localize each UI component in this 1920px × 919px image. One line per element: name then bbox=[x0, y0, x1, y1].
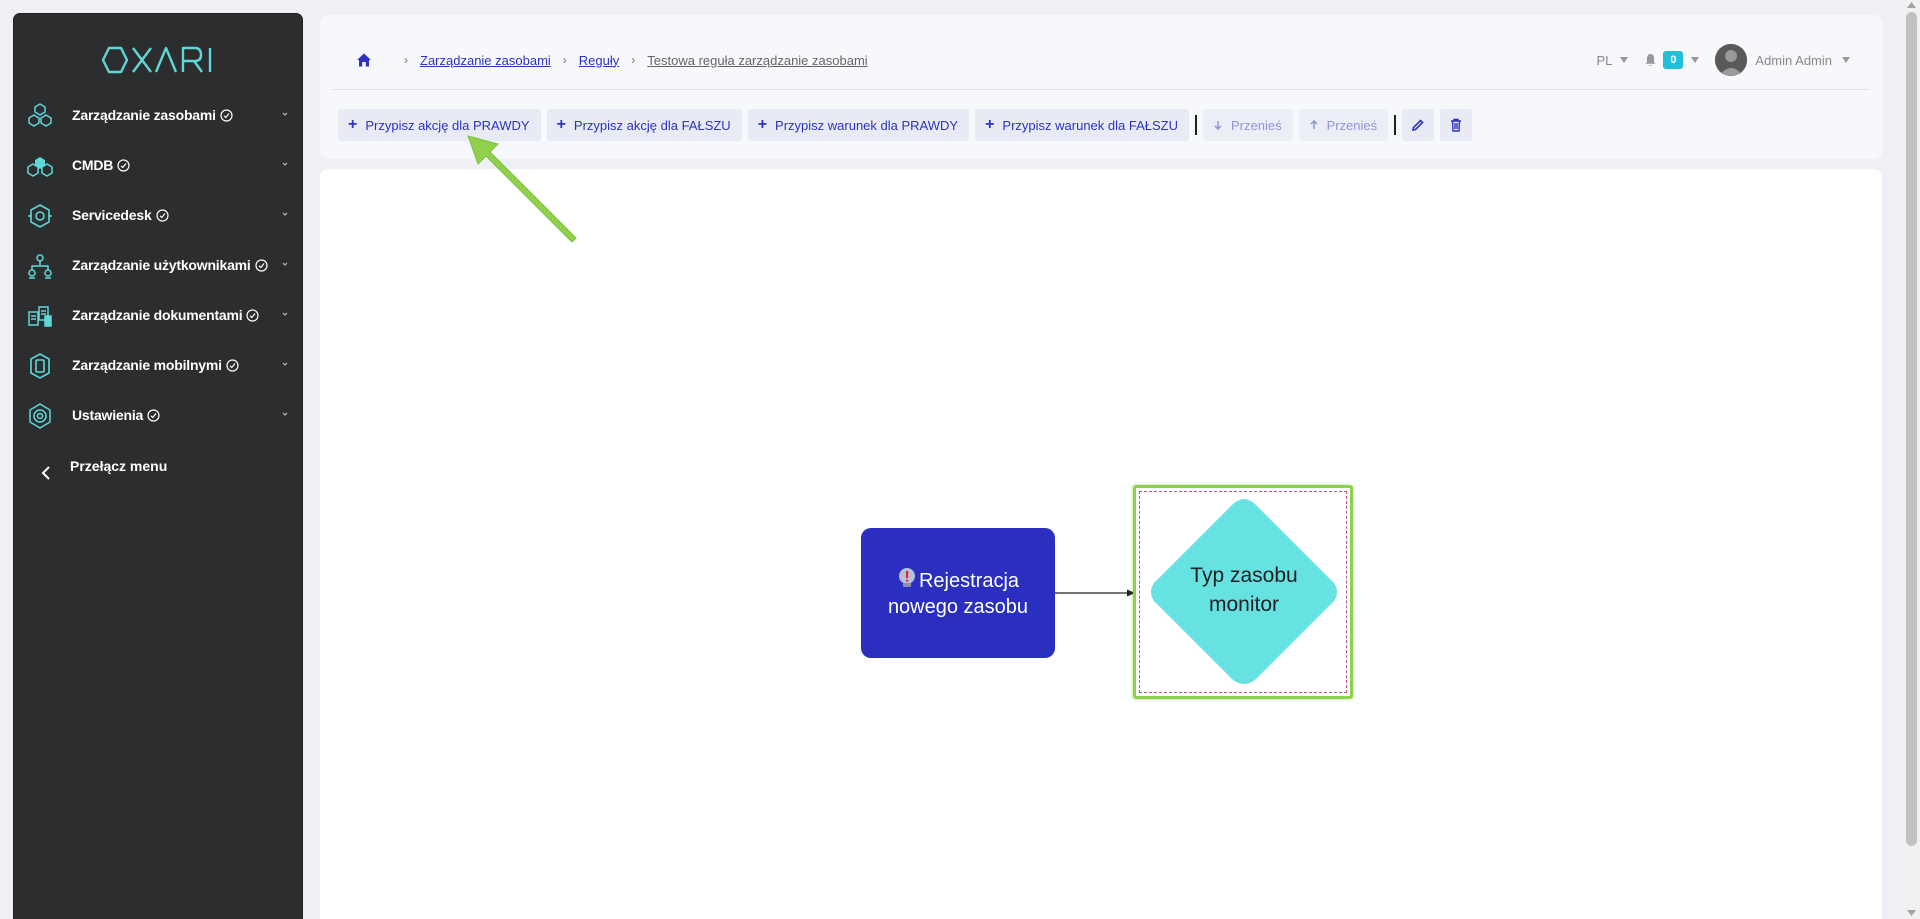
caret-down-icon[interactable] bbox=[1842, 57, 1850, 63]
sidebar-item-label: Zarządzanie dokumentami bbox=[72, 307, 243, 323]
scroll-down-icon[interactable] bbox=[1907, 910, 1916, 916]
caret-down-icon[interactable] bbox=[1691, 57, 1700, 63]
page-header: › Zarządzanie zasobami › Reguły › Testow… bbox=[320, 15, 1882, 159]
edit-button[interactable] bbox=[1402, 109, 1435, 141]
check-circle-icon bbox=[147, 409, 160, 422]
hexagon-network-icon bbox=[28, 103, 52, 127]
move-up-button[interactable]: Przenieś bbox=[1298, 109, 1389, 141]
plus-icon: + bbox=[348, 116, 358, 133]
breadcrumb-current: Testowa reguła zarządzanie zasobami bbox=[647, 52, 868, 68]
sidebar-item-label: Zarządzanie mobilnymi bbox=[72, 357, 222, 373]
plus-icon: + bbox=[757, 116, 768, 133]
check-circle-icon bbox=[220, 109, 233, 122]
flow-edge-arrow bbox=[1055, 589, 1135, 597]
plus-icon: + bbox=[985, 116, 995, 133]
toolbar-separator bbox=[1194, 115, 1197, 135]
sidebar-item-label: Servicedesk bbox=[72, 207, 152, 223]
avatar[interactable] bbox=[1715, 44, 1748, 76]
chevron-down-icon bbox=[282, 362, 288, 366]
headset-icon bbox=[28, 204, 52, 228]
sidebar-item-cmdb[interactable]: CMDB bbox=[14, 146, 302, 186]
language-selector[interactable]: PL bbox=[1596, 52, 1613, 68]
check-circle-icon bbox=[246, 309, 260, 322]
assign-action-true-button[interactable]: +Przypisz akcję dla PRAWDY bbox=[338, 109, 541, 141]
start-node-line1: Rejestracja bbox=[918, 569, 1020, 592]
flow-canvas[interactable]: Rejestracja nowego zasobu Typ zasobu mon… bbox=[320, 169, 1882, 919]
move-down-button[interactable]: Przenieś bbox=[1202, 109, 1293, 141]
condition-node[interactable] bbox=[1144, 495, 1344, 689]
sidebar: Zarządzanie zasobami CMDB Servicedesk Za… bbox=[14, 14, 302, 919]
condition-node-label: Typ zasobu monitor bbox=[1144, 561, 1344, 619]
oxari-logo bbox=[101, 46, 212, 74]
lightbulb-alert-icon bbox=[898, 567, 915, 587]
user-avatar-icon bbox=[1715, 44, 1748, 76]
user-name[interactable]: Admin Admin bbox=[1755, 52, 1832, 68]
breadcrumb-separator: › bbox=[631, 53, 636, 67]
assign-action-false-button[interactable]: +Przypisz akcję dla FAŁSZU bbox=[546, 109, 742, 141]
toolbar-separator bbox=[1394, 115, 1397, 135]
check-circle-icon bbox=[117, 159, 130, 172]
trash-icon bbox=[1451, 118, 1462, 132]
home-icon[interactable] bbox=[356, 52, 372, 68]
sidebar-item-label: Zarządzanie zasobami bbox=[72, 107, 216, 123]
sidebar-item-settings[interactable]: Ustawienia bbox=[14, 396, 302, 436]
mobile-icon bbox=[30, 353, 50, 379]
breadcrumb-separator: › bbox=[562, 53, 567, 67]
chevron-down-icon bbox=[282, 112, 288, 116]
gear-icon bbox=[29, 403, 51, 429]
sidebar-item-label: Ustawienia bbox=[72, 407, 144, 423]
topbar-controls: PL 0 Admin Admin bbox=[1596, 43, 1850, 77]
users-tree-icon bbox=[28, 254, 52, 279]
delete-button[interactable] bbox=[1440, 109, 1473, 141]
cubes-icon bbox=[27, 157, 53, 177]
check-circle-icon bbox=[255, 259, 268, 272]
condition-node-line2: monitor bbox=[1208, 593, 1280, 616]
start-node[interactable]: Rejestracja nowego zasobu bbox=[861, 528, 1055, 658]
sidebar-item-asset-management[interactable]: Zarządzanie zasobami bbox=[14, 96, 302, 136]
breadcrumb-asset-management[interactable]: Zarządzanie zasobami bbox=[420, 52, 551, 68]
sidebar-item-user-management[interactable]: Zarządzanie użytkownikami bbox=[14, 246, 302, 286]
sidebar-item-label: CMDB bbox=[72, 157, 114, 173]
chevron-down-icon bbox=[282, 162, 288, 166]
arrow-down-icon bbox=[1214, 121, 1222, 130]
vertical-scrollbar[interactable] bbox=[1903, 0, 1920, 919]
chevron-down-icon bbox=[282, 412, 288, 416]
chevron-left-icon[interactable] bbox=[38, 464, 56, 482]
assign-condition-true-button[interactable]: +Przypisz warunek dla PRAWDY bbox=[747, 109, 970, 141]
pencil-icon bbox=[1412, 119, 1424, 132]
sidebar-item-servicedesk[interactable]: Servicedesk bbox=[14, 196, 302, 236]
breadcrumb: › Zarządzanie zasobami › Reguły › Testow… bbox=[356, 50, 868, 70]
chevron-down-icon bbox=[282, 262, 288, 266]
sidebar-item-document-management[interactable]: Zarządzanie dokumentami bbox=[14, 296, 302, 336]
header-divider bbox=[332, 89, 1870, 90]
caret-down-icon[interactable] bbox=[1620, 57, 1629, 63]
chevron-down-icon bbox=[282, 312, 288, 316]
scrollbar-thumb[interactable] bbox=[1906, 12, 1917, 846]
condition-node-line1: Typ zasobu bbox=[1190, 564, 1298, 587]
start-node-line2: nowego zasobu bbox=[887, 595, 1029, 618]
documents-icon bbox=[28, 306, 52, 327]
toolbar: +Przypisz akcję dla PRAWDY +Przypisz akc… bbox=[338, 109, 1478, 141]
chevron-down-icon bbox=[282, 212, 288, 216]
arrow-up-icon bbox=[1310, 120, 1318, 129]
selection-highlight bbox=[1133, 485, 1353, 699]
breadcrumb-separator: › bbox=[404, 53, 408, 67]
sidebar-item-label: Zarządzanie użytkownikami bbox=[72, 257, 251, 273]
notifications-badge[interactable]: 0 bbox=[1663, 51, 1684, 69]
check-circle-icon bbox=[226, 359, 239, 372]
scroll-up-icon[interactable] bbox=[1907, 2, 1916, 8]
sidebar-item-mobile-management[interactable]: Zarządzanie mobilnymi bbox=[14, 346, 302, 386]
toggle-menu-button[interactable]: Przełącz menu bbox=[70, 458, 168, 474]
plus-icon: + bbox=[556, 116, 566, 133]
breadcrumb-rules[interactable]: Reguły bbox=[578, 52, 620, 68]
check-circle-icon bbox=[155, 209, 169, 222]
assign-condition-false-button[interactable]: +Przypisz warunek dla FAŁSZU bbox=[975, 109, 1189, 141]
bell-icon[interactable] bbox=[1644, 53, 1657, 67]
